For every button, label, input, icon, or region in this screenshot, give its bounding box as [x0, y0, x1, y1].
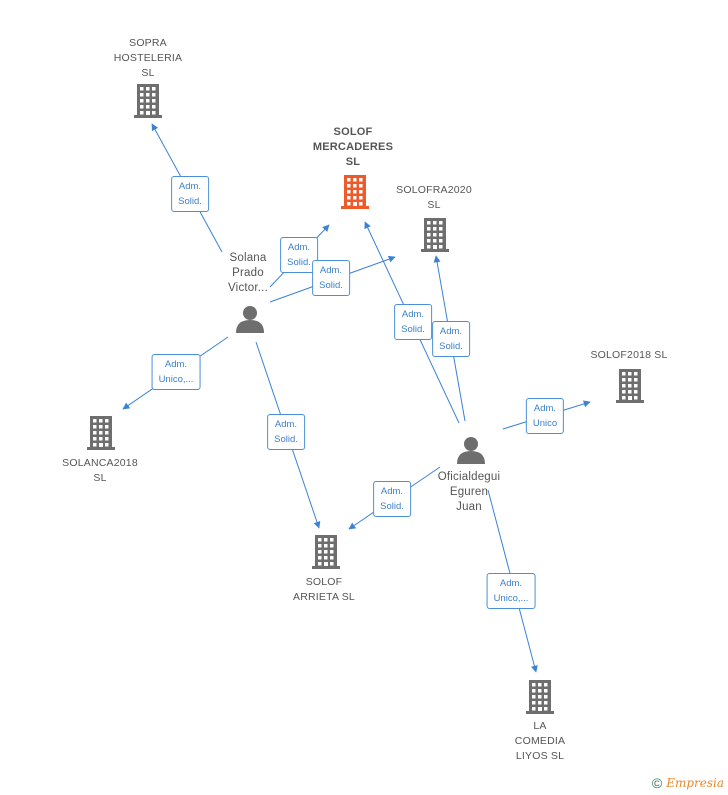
node-label-sopra[interactable]: SOPRA HOSTELERIA SL	[113, 37, 183, 79]
node-label-comedia[interactable]: LA COMEDIA LIYOS SL	[514, 720, 566, 762]
edge-label[interactable]: Adm. Solid.	[267, 414, 305, 450]
building-icon[interactable]	[134, 84, 162, 118]
copyright-icon: ©	[651, 775, 663, 791]
edge-label[interactable]: Adm. Unico,...	[486, 573, 536, 609]
building-icon[interactable]	[526, 680, 554, 714]
node-icons	[87, 84, 644, 714]
node-label-oficialdegui[interactable]: Oficialdegui Eguren Juan	[437, 471, 501, 513]
edge-label[interactable]: Adm. Unico,...	[151, 354, 201, 390]
edge-label[interactable]: Adm. Solid.	[394, 304, 432, 340]
node-label-solanca2018[interactable]: SOLANCA2018 SL	[62, 457, 138, 484]
edge-label[interactable]: Adm. Solid.	[432, 321, 470, 357]
edge-label[interactable]: Adm. Unico	[525, 398, 565, 434]
building-icon[interactable]	[341, 175, 369, 209]
edge-label[interactable]: Adm. Solid.	[373, 481, 411, 517]
building-icon[interactable]	[616, 369, 644, 403]
node-label-solofra2020[interactable]: SOLOFRA2020 SL	[396, 184, 472, 211]
brand-logo: Empresia	[666, 776, 724, 790]
edge-label[interactable]: Adm. Solid.	[312, 260, 350, 296]
building-icon[interactable]	[421, 218, 449, 252]
watermark: © Empresia	[652, 775, 724, 791]
node-label-arrieta[interactable]: SOLOF ARRIETA SL	[293, 576, 355, 603]
building-icon[interactable]	[312, 535, 340, 569]
node-label-solof2018[interactable]: SOLOF2018 SL	[590, 349, 668, 361]
person-icon[interactable]	[236, 306, 264, 333]
person-icon[interactable]	[457, 437, 485, 464]
node-label-mercaderes[interactable]: SOLOF MERCADERES SL	[312, 126, 394, 168]
edge-label[interactable]: Adm. Solid.	[280, 237, 318, 273]
node-label-solana[interactable]: Solana Prado Victor...	[228, 252, 268, 294]
building-icon[interactable]	[87, 416, 115, 450]
edge-label[interactable]: Adm. Solid.	[171, 176, 209, 212]
